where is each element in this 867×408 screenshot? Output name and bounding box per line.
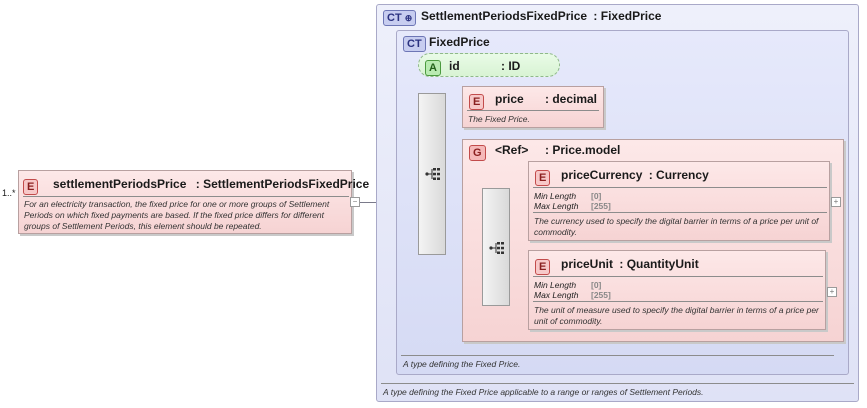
- max-length-label: Max Length: [534, 201, 579, 211]
- expand-toggle[interactable]: +: [831, 197, 841, 207]
- attribute-type: : ID: [501, 59, 521, 73]
- element-badge: E: [469, 94, 485, 110]
- price-currency-type: : Currency: [648, 168, 709, 182]
- root-element-type: : SettlementPeriodsFixedPrice: [195, 177, 370, 191]
- group-badge: G: [469, 145, 486, 161]
- sequence-compositor[interactable]: [418, 93, 446, 255]
- root-cardinality: 1..*: [2, 188, 16, 198]
- outer-type-description: A type defining the Fixed Price applicab…: [383, 387, 704, 397]
- price-currency-name: priceCurrency: [561, 168, 643, 182]
- price-unit-type: : QuantityUnit: [619, 257, 699, 271]
- root-element-description: For an electricity transaction, the fixe…: [24, 199, 330, 231]
- max-length-label: Max Length: [534, 290, 579, 300]
- price-unit-description: The unit of measure used to specify the …: [534, 305, 819, 326]
- outer-type-base: : FixedPrice: [593, 9, 662, 23]
- inner-type-description: A type defining the Fixed Price.: [403, 359, 521, 369]
- element-price[interactable]: E price : decimal The Fixed Price.: [462, 86, 604, 128]
- root-element-box[interactable]: E settlementPeriodsPrice : SettlementPer…: [18, 170, 369, 234]
- min-length-label: Min Length: [534, 280, 577, 290]
- connector-root-to-type: [358, 202, 376, 203]
- element-price-unit[interactable]: E priceUnit : QuantityUnit Min Length [0…: [528, 250, 826, 330]
- group-type: : Price.model: [545, 143, 621, 157]
- attribute-badge: A: [425, 60, 441, 76]
- element-badge: E: [535, 170, 551, 186]
- complex-type-badge: CT ⊕: [383, 10, 417, 26]
- price-currency-description: The currency used to specify the digital…: [534, 216, 819, 237]
- extension-icon: ⊕: [404, 13, 413, 23]
- sequence-icon: [489, 241, 505, 255]
- price-description: The Fixed Price.: [468, 114, 530, 124]
- element-badge: E: [535, 259, 551, 275]
- max-length-value: [255]: [591, 290, 611, 300]
- complex-type-badge: CT: [403, 36, 426, 52]
- inner-type-name: FixedPrice: [429, 35, 490, 49]
- sequence-compositor-inner[interactable]: [482, 188, 510, 306]
- min-length-value: [0]: [591, 280, 602, 290]
- max-length-value: [255]: [591, 201, 611, 211]
- element-price-currency[interactable]: E priceCurrency : Currency Min Length [0…: [528, 161, 830, 241]
- sequence-icon: [425, 167, 441, 181]
- group-ref: <Ref>: [495, 143, 529, 157]
- price-type: : decimal: [545, 92, 598, 106]
- min-length-value: [0]: [591, 191, 602, 201]
- root-element-name: settlementPeriodsPrice: [53, 177, 187, 191]
- attribute-id[interactable]: A id : ID: [418, 53, 560, 77]
- outer-type-name: SettlementPeriodsFixedPrice: [421, 9, 588, 23]
- attribute-name: id: [449, 59, 460, 73]
- price-name: price: [495, 92, 524, 106]
- collapse-toggle[interactable]: −: [350, 197, 360, 207]
- expand-toggle[interactable]: +: [827, 287, 837, 297]
- element-badge: E: [23, 179, 39, 195]
- min-length-label: Min Length: [534, 191, 577, 201]
- price-unit-name: priceUnit: [561, 257, 614, 271]
